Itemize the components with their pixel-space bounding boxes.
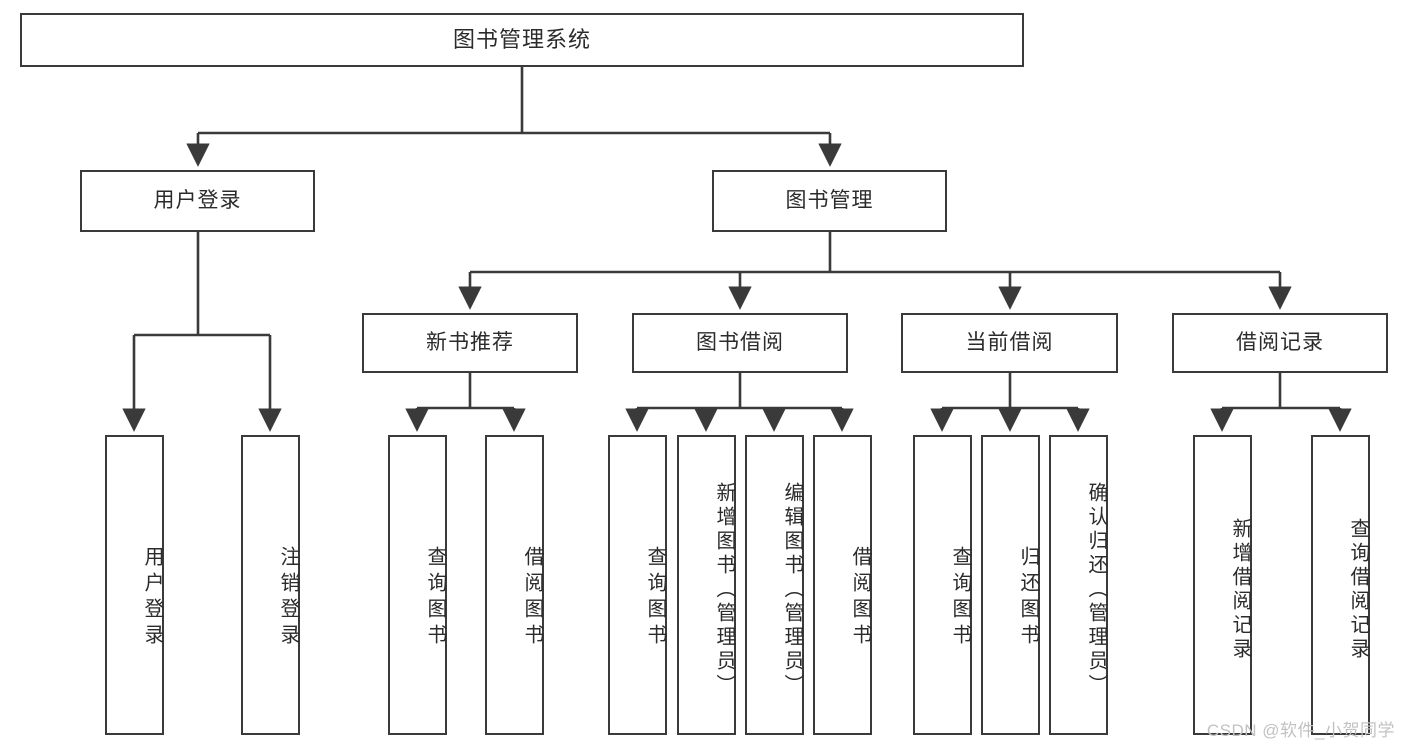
- leaf-query-book-recommend[interactable]: 查询图书: [388, 435, 447, 735]
- node-new-book-recommend[interactable]: 新书推荐: [362, 313, 578, 373]
- leaf-query-book-current[interactable]: 查询图书: [913, 435, 972, 735]
- leaf-add-book-admin[interactable]: 新增图书（管理员）: [677, 435, 736, 735]
- node-book-management[interactable]: 图书管理: [712, 170, 947, 232]
- leaf-borrow-book[interactable]: 借阅图书: [813, 435, 872, 735]
- leaf-query-book[interactable]: 查询图书: [608, 435, 667, 735]
- node-book-borrow[interactable]: 图书借阅: [632, 313, 848, 373]
- leaf-user-login[interactable]: 用户登录: [105, 435, 164, 735]
- leaf-confirm-return-admin[interactable]: 确认归还（管理员）: [1049, 435, 1108, 735]
- leaf-query-borrow-record[interactable]: 查询借阅记录: [1311, 435, 1370, 735]
- leaf-logout[interactable]: 注销登录: [241, 435, 300, 735]
- csdn-watermark: CSDN @软件_小贺同学: [1206, 721, 1395, 740]
- leaf-return-book[interactable]: 归还图书: [981, 435, 1040, 735]
- node-user-login[interactable]: 用户登录: [80, 170, 315, 232]
- node-current-borrow[interactable]: 当前借阅: [901, 313, 1118, 373]
- leaf-borrow-book-recommend[interactable]: 借阅图书: [485, 435, 544, 735]
- node-root-book-management-system[interactable]: 图书管理系统: [20, 13, 1024, 67]
- leaf-add-borrow-record[interactable]: 新增借阅记录: [1193, 435, 1252, 735]
- node-borrow-record[interactable]: 借阅记录: [1172, 313, 1388, 373]
- leaf-edit-book-admin[interactable]: 编辑图书（管理员）: [745, 435, 804, 735]
